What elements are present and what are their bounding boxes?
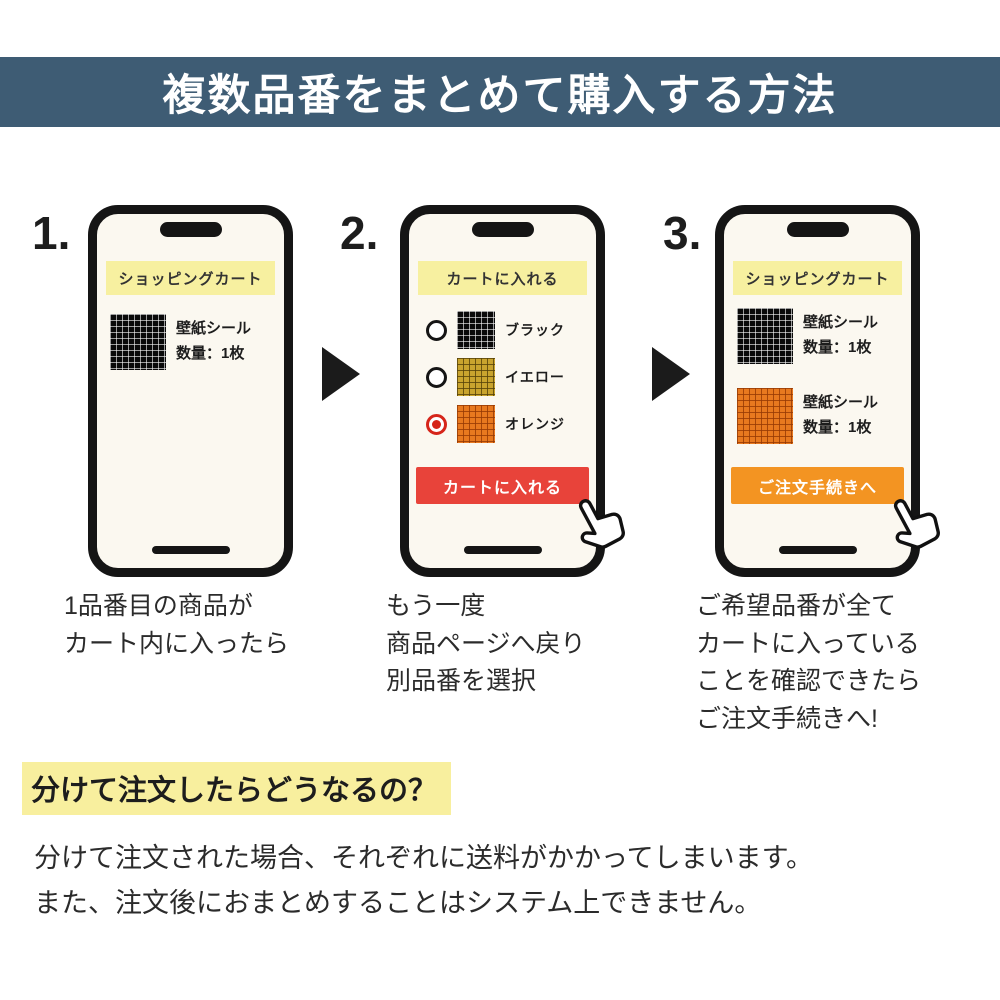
step-1-caption: 1品番目の商品が カート内に入ったら xyxy=(64,588,289,663)
cart-item-text: 壁紙シール 数量：1枚 xyxy=(176,317,251,367)
caption-line: カート内に入ったら xyxy=(64,629,290,658)
checkout-button[interactable]: ご注文手続きへ xyxy=(731,467,904,504)
caption-line: 商品ページへ戻り xyxy=(386,629,586,658)
phone-home-indicator xyxy=(151,546,230,554)
phone-step-2: カートに入れる ブラック イエロー オレンジ カートに入れる xyxy=(400,205,625,577)
cart-item-text: 壁紙シール 数量：1枚 xyxy=(803,311,878,361)
page-title: 複数品番をまとめて購入する方法 xyxy=(162,72,838,120)
caption-line: ご注文手続きへ! xyxy=(696,704,878,733)
color-option-orange[interactable]: オレンジ xyxy=(426,404,590,444)
product-qty: 数量：1枚 xyxy=(803,339,872,356)
arrow-right-icon xyxy=(322,347,360,401)
step-1-number: 1. xyxy=(32,207,71,259)
product-screen-title: カートに入れる xyxy=(418,261,587,295)
phone-notch-icon xyxy=(786,222,849,237)
color-option-label: ブラック xyxy=(505,322,565,338)
step-2-caption: もう一度 商品ページへ戻り 別品番を選択 xyxy=(386,588,586,701)
cart-item-black: 壁紙シール 数量：1枚 xyxy=(737,308,906,364)
product-swatch-orange-icon xyxy=(737,388,793,444)
question-heading: 分けて注文したらどうなるの？ xyxy=(22,762,452,815)
answer-line: また、注文後におまとめすることはシステム上できません。 xyxy=(34,888,762,919)
phone-step-3: ショッピングカート 壁紙シール 数量：1枚 壁紙シール 数量：1枚 ご注文手続き… xyxy=(715,205,940,577)
cart-screen-title: ショッピングカート xyxy=(106,261,275,295)
product-name: 壁紙シール xyxy=(803,394,879,412)
product-swatch-black-icon xyxy=(737,308,793,364)
step-3-number: 3. xyxy=(663,207,702,259)
answer-line: 分けて注文された場合、それぞれに送料がかかってしまいます。 xyxy=(34,843,813,873)
product-swatch-black-icon xyxy=(110,314,166,370)
answer-text: 分けて注文された場合、それぞれに送料がかかってしまいます。 また、注文後におまと… xyxy=(34,836,813,927)
color-option-label: オレンジ xyxy=(505,416,565,432)
color-option-black[interactable]: ブラック xyxy=(426,310,590,350)
arrow-right-icon xyxy=(652,347,690,401)
step-3-caption: ご希望品番が全て カートに入っている ことを確認できたら ご注文手続きへ! xyxy=(696,588,921,738)
color-swatch-black-icon xyxy=(457,311,495,349)
caption-line: ご希望品番が全て xyxy=(696,592,897,620)
cart-item-text: 壁紙シール 数量：1枚 xyxy=(803,391,878,441)
page-title-banner: 複数品番をまとめて購入する方法 xyxy=(0,57,1000,127)
highlighted-heading-text: 分けて注文したらどうなるの？ xyxy=(22,762,452,815)
radio-unselected-icon[interactable] xyxy=(426,366,447,388)
product-qty: 数量：1枚 xyxy=(803,419,872,436)
product-name: 壁紙シール xyxy=(176,320,252,338)
caption-line: 別品番を選択 xyxy=(386,667,537,695)
cart-screen-title: ショッピングカート xyxy=(733,261,902,295)
color-swatch-orange-icon xyxy=(457,405,495,443)
phone-step-1: ショッピングカート 壁紙シール 数量：1枚 xyxy=(88,205,293,577)
radio-selected-icon[interactable] xyxy=(426,413,447,435)
phone-home-indicator xyxy=(778,546,857,554)
color-option-label: イエロー xyxy=(505,369,565,385)
phone-notch-icon xyxy=(159,222,222,237)
step-2-number: 2. xyxy=(340,207,379,259)
color-option-yellow[interactable]: イエロー xyxy=(426,357,590,397)
color-swatch-yellow-icon xyxy=(457,358,495,396)
cart-item-black: 壁紙シール 数量：1枚 xyxy=(110,314,279,370)
product-qty: 数量：1枚 xyxy=(176,345,245,362)
caption-line: 1品番目の商品が xyxy=(64,592,253,620)
caption-line: もう一度 xyxy=(386,592,486,620)
radio-unselected-icon[interactable] xyxy=(426,319,447,341)
product-name: 壁紙シール xyxy=(803,314,879,332)
phone-notch-icon xyxy=(471,222,534,237)
caption-line: ことを確認できたら xyxy=(696,667,922,695)
add-to-cart-button[interactable]: カートに入れる xyxy=(416,467,589,504)
caption-line: カートに入っている xyxy=(696,629,920,658)
cart-item-orange: 壁紙シール 数量：1枚 xyxy=(737,388,906,444)
phone-home-indicator xyxy=(463,546,542,554)
